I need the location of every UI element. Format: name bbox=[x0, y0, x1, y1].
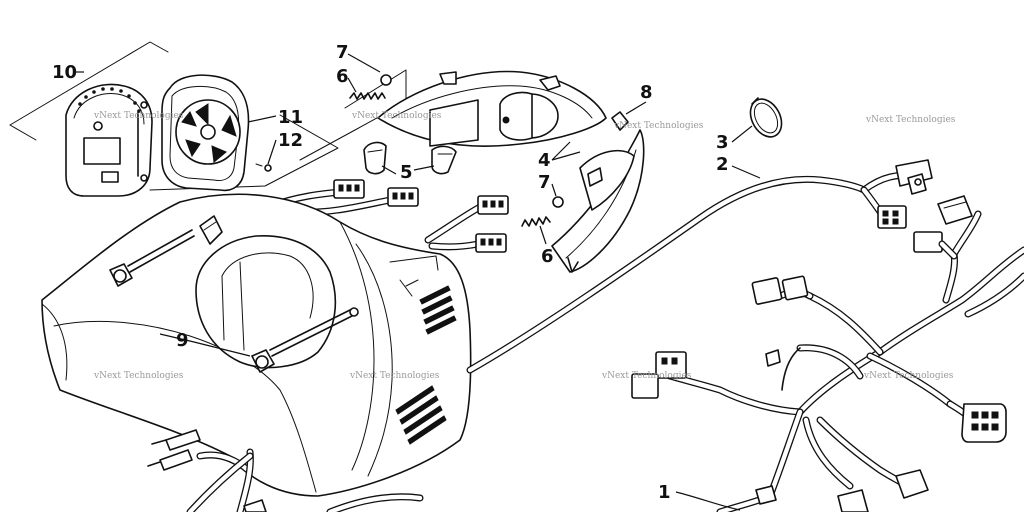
watermark-5: vNext Technologies bbox=[93, 371, 184, 381]
upper-headlight-housing bbox=[377, 70, 607, 147]
watermark-1: vNext Technologies bbox=[93, 111, 184, 121]
callout-8: 8 bbox=[640, 82, 653, 103]
watermarks: vNext Technologies vNext Technologies vN… bbox=[93, 111, 956, 381]
callout-2: 2 bbox=[716, 154, 729, 175]
lower-headlight-housing bbox=[551, 111, 645, 273]
callout-6-upper: 6 bbox=[336, 66, 349, 87]
nut-upper bbox=[380, 74, 392, 86]
callout-1: 1 bbox=[658, 482, 671, 503]
headlight-harness-right bbox=[424, 195, 509, 253]
callout-4: 4 bbox=[538, 150, 551, 171]
nut-lower bbox=[552, 196, 564, 208]
hood-bolt-right bbox=[251, 307, 359, 373]
hood-bolt-left bbox=[109, 229, 195, 287]
gauge-bezel bbox=[161, 74, 250, 192]
callout-9: 9 bbox=[176, 330, 189, 351]
speedometer-gauge bbox=[65, 83, 153, 197]
callout-7-lower: 7 bbox=[538, 172, 551, 193]
hood-nose-pan bbox=[41, 193, 472, 497]
watermark-7: vNext Technologies bbox=[601, 371, 692, 381]
spring-upper bbox=[349, 92, 386, 100]
spring-lower bbox=[521, 216, 551, 227]
bulb-socket-right bbox=[431, 145, 457, 175]
callout-7-upper: 7 bbox=[336, 42, 349, 63]
watermark-6: vNext Technologies bbox=[349, 371, 440, 381]
watermark-2: vNext Technologies bbox=[351, 111, 442, 121]
bulb-socket-left bbox=[363, 141, 387, 175]
lower-left-connectors bbox=[147, 429, 424, 512]
lower-wiring-harness bbox=[631, 195, 1024, 512]
clamp-ring bbox=[749, 97, 783, 138]
watermark-3: vNext Technologies bbox=[613, 121, 704, 131]
callout-6-lower: 6 bbox=[541, 246, 554, 267]
callout-11: 11 bbox=[278, 107, 303, 128]
watermark-8: vNext Technologies bbox=[863, 371, 954, 381]
callout-12: 12 bbox=[278, 130, 303, 151]
watermark-4: vNext Technologies bbox=[865, 115, 956, 125]
main-wiring-harness bbox=[466, 159, 933, 374]
callout-5: 5 bbox=[400, 162, 413, 183]
gauge-screw bbox=[255, 163, 272, 172]
callout-3: 3 bbox=[716, 132, 729, 153]
callout-10: 10 bbox=[52, 62, 77, 83]
